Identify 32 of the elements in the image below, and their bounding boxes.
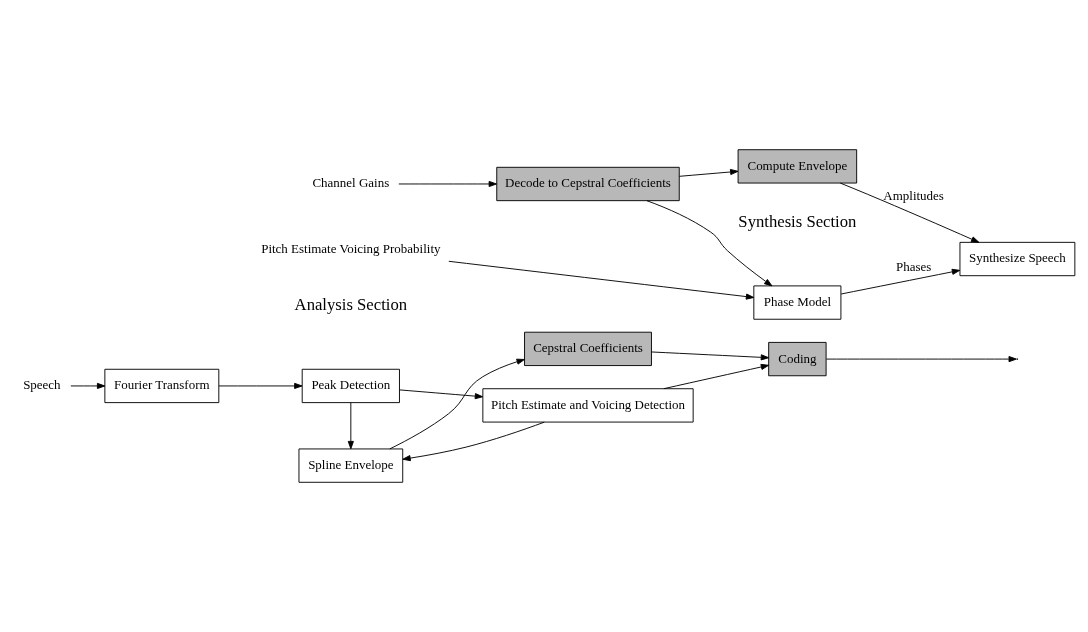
arrow [840,268,961,295]
arrow [839,182,980,243]
node-box: Synthesize Speech [959,241,1076,277]
label: Analysis Section [294,295,408,315]
node-text: Speech [23,377,61,393]
edge-label: Phases [895,259,932,275]
node-box: Phase Model [753,285,842,320]
node-box: Compute Envelope [737,149,858,184]
node-box: Coding [768,341,827,377]
arrow [218,382,303,389]
node-box: Pitch Estimate and Voicing Detection [482,388,694,423]
node-box: Decode to Cepstral Coefficients [496,166,680,202]
arrow [389,358,525,450]
arrow [448,260,755,300]
arrow [347,402,354,450]
node-text: Pitch Estimate Voicing Probability [261,241,441,257]
node-text: Channel Gains [312,175,390,191]
arrow [402,421,545,462]
arrow [651,351,770,361]
arrow [646,200,773,287]
node-box: Spline Envelope [298,448,404,483]
arrow [678,168,739,177]
node-box: Fourier Transform [104,368,220,404]
arrow [70,382,106,389]
arrow [398,180,497,188]
node-box: Cepstral Coefficients [524,331,652,367]
label: Synthesis Section [738,211,857,231]
arrow [663,363,770,390]
edge-label: Amplitudes [883,187,944,203]
node-box: Peak Detection [301,368,400,404]
arrow [399,389,484,400]
arrow [825,356,1017,363]
